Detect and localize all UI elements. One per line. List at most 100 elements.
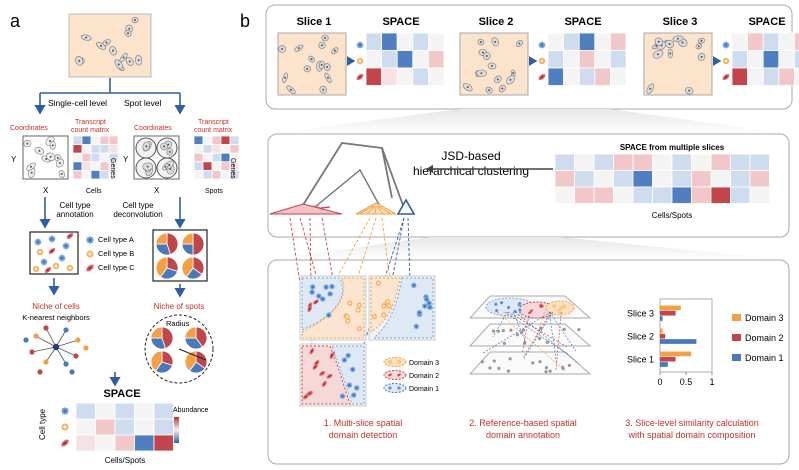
axis-y-cells: Y (11, 155, 17, 164)
matrix-cell (114, 418, 135, 436)
cell-nucleus (425, 298, 428, 301)
cell-lobe (333, 285, 335, 288)
legend-label: Domain 1 (745, 353, 784, 363)
cell-nucleus (356, 387, 358, 389)
matrix-cell (134, 402, 155, 420)
cell-nucleus (697, 45, 700, 48)
cell-type-a-cell (356, 41, 364, 49)
cell-nucleus (145, 145, 148, 148)
ref-connector (497, 311, 567, 372)
cell-nucleus (321, 44, 323, 47)
cell-nucleus (700, 39, 703, 42)
cell-nucleus (353, 394, 355, 396)
matrix-cell (610, 50, 627, 69)
cell-nucleus (389, 387, 391, 389)
bar (660, 351, 692, 357)
cell-nucleus (563, 305, 566, 308)
matrix-cell (220, 161, 231, 171)
cell-outline (654, 37, 663, 46)
cell-nucleus (38, 149, 41, 152)
ref-connector (482, 311, 551, 354)
ref-connector (515, 311, 579, 365)
cell-type-b-cell (355, 307, 361, 313)
matrix-cell (691, 170, 712, 188)
cell-lobe (543, 43, 546, 47)
single-cell-level-label: Single-cell level (48, 98, 107, 108)
matrix-cell (710, 186, 731, 204)
cell-nucleus (725, 44, 727, 46)
cell-lobe (398, 386, 400, 388)
cell-type-b-label: Cell type B (98, 249, 134, 258)
cell-nucleus (382, 313, 385, 317)
cell-lobe (390, 387, 392, 389)
pie-slice (192, 232, 205, 256)
cell-outline (56, 158, 64, 168)
cell-nucleus (284, 76, 287, 79)
pie-slice (184, 350, 197, 372)
cell-nucleus (541, 305, 543, 308)
cell-outline (483, 52, 491, 60)
matrix-cell (554, 186, 575, 204)
cell-nucleus (724, 59, 728, 63)
domain-legend: Domain 3 Domain 2 Domain 1 (383, 357, 439, 393)
matrix-cell (99, 169, 110, 180)
dendrogram-branch (376, 205, 384, 215)
cell-type-a-cell (327, 291, 333, 297)
cell-lobe (355, 389, 358, 391)
cell-nucleus (51, 144, 54, 147)
cell-nucleus (518, 42, 521, 45)
cell-nucleus (328, 314, 330, 316)
cell-nucleus (509, 78, 512, 81)
count-matrix-label-spots: count matrix (194, 127, 233, 134)
cell-nucleus (389, 374, 391, 376)
branch-arrows (34, 78, 186, 115)
matrix-cell (749, 153, 770, 171)
transcript-label-spots: Transcript (198, 119, 229, 126)
cell-type-a-cell (345, 352, 352, 359)
step1-line2: domain detection (329, 430, 398, 440)
matrix-cell (610, 67, 627, 86)
cell-nucleus (495, 303, 497, 305)
cell-nucleus (657, 53, 659, 56)
matrix-cell (202, 169, 213, 180)
cell-outline (485, 86, 493, 94)
cell-type-a-cell (353, 385, 360, 391)
cell-outline (697, 53, 706, 61)
cell-nucleus (466, 86, 469, 89)
domain-1-legend-label: Domain 1 (409, 386, 439, 393)
cell-nucleus (45, 158, 48, 160)
bar (660, 333, 666, 339)
cell-nucleus (100, 44, 102, 47)
cell-nucleus (128, 60, 131, 63)
multi-slice-space-title: SPACE from multiple slices (620, 143, 725, 152)
cell-nucleus (377, 282, 380, 285)
cell-type-b-cell (552, 304, 556, 308)
matrix-cell (613, 153, 634, 171)
knn-node (63, 361, 69, 367)
niche-of-cells-label: Niche of cells (32, 302, 80, 311)
matrix-cell (427, 67, 445, 86)
matrix-cell (381, 67, 398, 86)
pie-slice (192, 256, 205, 276)
cell-type-a-cell (315, 293, 322, 299)
pie-slice (184, 326, 197, 339)
cell-type-c-cell (309, 348, 315, 355)
y-tick-label: Slice 2 (627, 332, 654, 342)
cell-type-a-cell (325, 312, 332, 318)
cell-outline (487, 62, 497, 70)
cell-nucleus (326, 66, 329, 68)
cell-outline (491, 37, 499, 47)
cell-nucleus (348, 301, 352, 305)
matrix-cell (574, 170, 595, 188)
matrix-cell (710, 170, 731, 188)
funnel-top (268, 109, 790, 134)
cell-nucleus (163, 145, 165, 148)
knn-node (75, 337, 81, 343)
matrix-cell (710, 153, 731, 171)
ref-cell (515, 333, 519, 337)
ref-cell (491, 329, 496, 333)
matrix-cell (593, 170, 614, 188)
cell-nucleus (341, 395, 344, 397)
cell-nucleus (387, 304, 391, 307)
pie-slice (195, 350, 208, 370)
